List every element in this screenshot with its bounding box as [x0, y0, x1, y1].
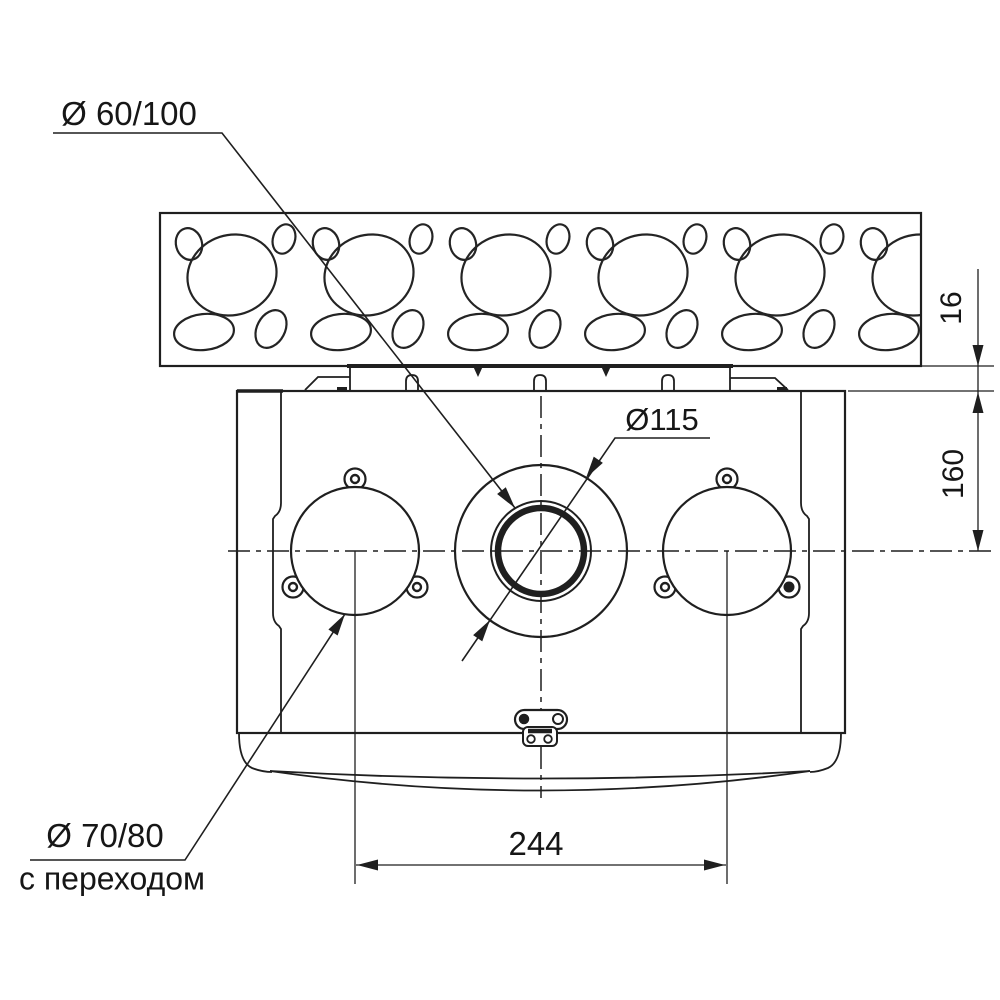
clamp-hole [552, 713, 564, 725]
bracket-tab [661, 374, 675, 390]
leader-70-80 [30, 613, 346, 861]
arrowhead [972, 392, 984, 413]
leader-115 [461, 437, 710, 662]
flange-screw-hole-filled [783, 581, 795, 593]
front-panel-left-corner [238, 732, 273, 773]
centerlines [228, 396, 995, 798]
arrowhead [972, 530, 984, 551]
label-side-flue-note: с переходом [18, 860, 206, 897]
bottom-clamp [513, 708, 569, 747]
label-ceiling-thickness: 16 [935, 291, 968, 325]
bracket-notch [601, 366, 611, 377]
clamp-hole [526, 734, 536, 744]
flange-screw-hole [349, 473, 361, 485]
label-center-opening-diameter: Ø115 [625, 402, 699, 437]
arrowhead [586, 456, 603, 478]
label-offset-from-ceiling: 160 [937, 448, 970, 500]
label-top-flue-diameter: Ø 60/100 [61, 95, 197, 132]
leader-60-100 [53, 132, 516, 509]
arrowhead [473, 620, 490, 642]
label-side-spacing: 244 [508, 825, 564, 862]
flange-screw-hole [411, 581, 423, 593]
arrowhead [328, 614, 345, 636]
body-inner-right-contour [800, 392, 810, 733]
wall-section [158, 211, 923, 368]
extension-lines [354, 365, 994, 884]
flange-screw-hole [659, 581, 671, 593]
arrowhead [704, 859, 725, 871]
dimension-244 [356, 859, 726, 871]
dimension-right [972, 269, 984, 551]
front-panel-right-corner [809, 732, 842, 773]
flange-screw-hole [287, 581, 299, 593]
front-panel-seam-lower [269, 770, 811, 792]
clamp-hole [543, 734, 553, 744]
arrowhead [972, 345, 984, 366]
mounting-bracket [304, 364, 789, 392]
flange-screw-hole [721, 473, 733, 485]
label-side-flue-diameter: Ø 70/80 [46, 817, 164, 854]
body-inner-left-contour [272, 392, 282, 733]
clamp-hole-filled [518, 713, 530, 725]
arrowhead [497, 487, 515, 508]
arrowhead [357, 859, 378, 871]
bracket-notch [473, 366, 483, 377]
front-panel-seam-upper [269, 770, 811, 780]
bracket-tab [533, 374, 547, 390]
